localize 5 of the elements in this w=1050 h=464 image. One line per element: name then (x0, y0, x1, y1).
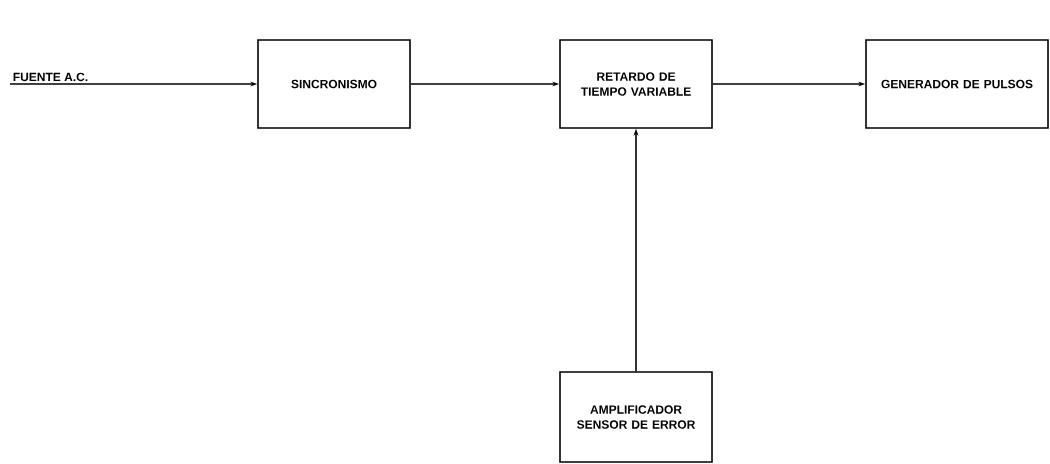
input-label: FUENTE A.C. (13, 72, 88, 82)
process-box: SINCRONISMO (257, 39, 411, 129)
process-box: RETARDO DE TIEMPO VARIABLE (559, 39, 713, 129)
process-box: GENERADOR DE PULSOS (865, 39, 1049, 129)
process-box: AMPLIFICADOR SENSOR DE ERROR (559, 371, 713, 463)
